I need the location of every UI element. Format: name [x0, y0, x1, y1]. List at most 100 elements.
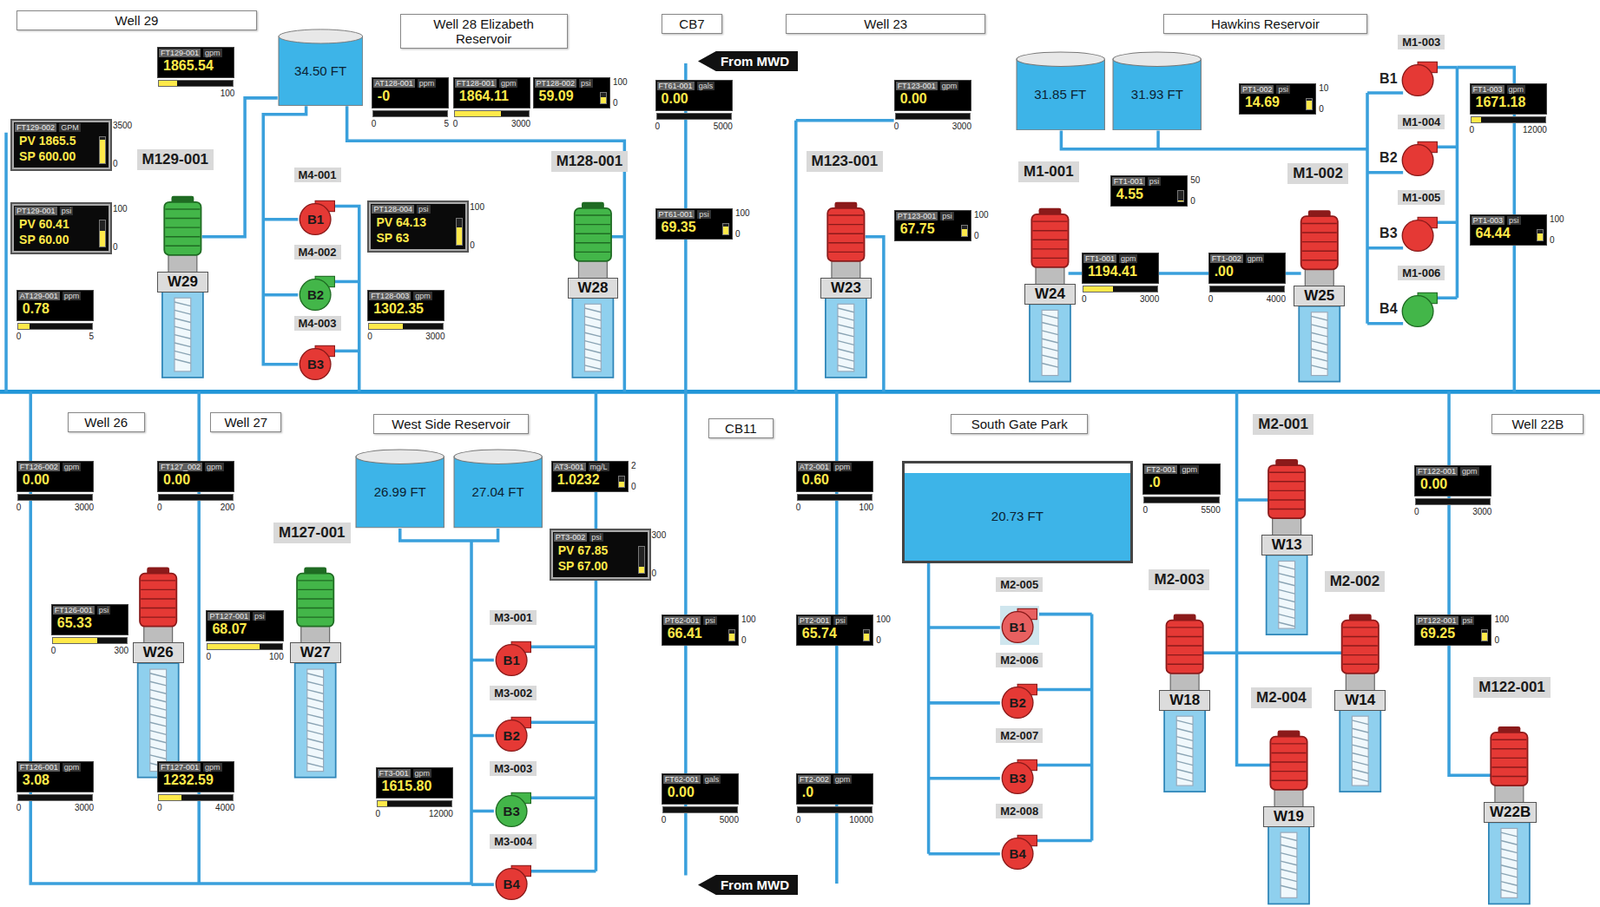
- pump-label: M1-004: [1397, 114, 1445, 130]
- scale-label: 0: [1494, 635, 1500, 646]
- pipe: [335, 205, 360, 392]
- readout: FT126-002gpm0.00: [16, 460, 94, 493]
- tag-name: AT129-001: [18, 291, 60, 301]
- readout-header: PT1-002psi: [1239, 84, 1304, 95]
- pump-label: M2-005: [995, 577, 1043, 593]
- scale-label: 0: [651, 568, 658, 579]
- title-box: Well 29: [16, 10, 257, 31]
- level-bar: [1415, 498, 1491, 506]
- readout-header: PT127-001psi: [206, 611, 283, 622]
- well-name: W27: [300, 644, 331, 661]
- pump-box: B4: [493, 862, 534, 903]
- unit: gpm: [203, 48, 223, 58]
- pump-tag: B4: [503, 873, 524, 892]
- pump-label: M123-001: [806, 151, 884, 172]
- level-bar: [662, 806, 738, 814]
- pump-column: [1278, 561, 1296, 630]
- well-pump: [162, 196, 204, 378]
- well-casing: [1298, 306, 1340, 382]
- tank: 27.04 FT: [453, 448, 543, 529]
- motor-body: [1301, 216, 1338, 270]
- screw-thread: [1280, 877, 1298, 883]
- tag-name: FT1-003: [1471, 85, 1505, 94]
- tag-name: PT127-001: [207, 612, 251, 621]
- tank-body: [454, 456, 542, 528]
- screw-thread: [150, 730, 167, 736]
- value: 3.08: [17, 769, 55, 790]
- pipe: [928, 776, 1001, 781]
- motor-rib: [1167, 654, 1203, 656]
- motor-rib: [1302, 241, 1337, 243]
- tank-level: 26.99 FT: [374, 477, 427, 500]
- readout: PT1-002psi14.69: [1238, 83, 1317, 115]
- screw-thread: [1176, 737, 1193, 742]
- value: 0.78: [17, 297, 55, 318]
- value-row: 65.74: [796, 625, 861, 642]
- scale-label: 5: [444, 118, 450, 129]
- scale-label: 5000: [713, 121, 733, 132]
- screw-thread: [174, 359, 191, 364]
- value: 69.35: [656, 216, 702, 237]
- pump-tag: B1: [307, 208, 328, 227]
- tag-name: PT62-001: [663, 616, 702, 626]
- screw-thread: [307, 705, 324, 711]
- title-text: Well 26: [84, 414, 128, 430]
- scale-label: 0: [1549, 235, 1555, 245]
- pump-label: M2-008: [995, 803, 1043, 819]
- well-label: W22B: [1483, 802, 1537, 824]
- pump-name: M127-001: [278, 524, 346, 541]
- tag-name: AT128-001: [373, 79, 415, 88]
- readout-header: PT128-004psi: [370, 204, 454, 215]
- well-label: W14: [1334, 690, 1386, 712]
- well-name: W23: [830, 279, 862, 297]
- well-name: W13: [1271, 536, 1303, 554]
- pipe: [1237, 498, 1269, 502]
- pump-name: M3-001: [493, 611, 533, 625]
- scale-label: 0: [16, 331, 22, 342]
- pump-icon: B1: [1379, 59, 1439, 99]
- pump-tag: B4: [1009, 842, 1030, 862]
- pump-name: M123-001: [811, 152, 879, 170]
- screw-thread: [307, 738, 324, 744]
- pump-icon: B1: [297, 197, 337, 238]
- level-bar: [638, 546, 646, 574]
- controller: PT129-001psiPV 60.41SP 60.00: [12, 204, 111, 253]
- pump-name: M2-008: [1000, 804, 1039, 818]
- bar-fill: [18, 323, 30, 330]
- value-row: 1232.59: [158, 772, 234, 789]
- value-row: .0: [1143, 474, 1219, 491]
- screw-thread: [1280, 861, 1298, 866]
- controller: PT3-002psiPV 67.85SP 67.00: [551, 530, 650, 580]
- readout: FT122-001gpm0.00: [1414, 465, 1492, 497]
- level-bar: [158, 493, 234, 501]
- tank-top: [355, 449, 444, 465]
- readout-header: PT61-001psi: [656, 209, 720, 220]
- value-row: 0.00: [158, 472, 234, 488]
- level-bar: [98, 219, 106, 248]
- scale-label: 100: [974, 210, 989, 220]
- motor-rib: [1343, 664, 1378, 666]
- value-row: 67.75: [895, 221, 959, 238]
- motor-rib: [1343, 645, 1378, 646]
- readout: FT3-001gpm1615.80: [375, 767, 454, 799]
- well-name: W26: [143, 644, 174, 661]
- tag-name: PT2-001: [797, 616, 832, 626]
- readout: PT128-002psi59.09: [533, 77, 611, 109]
- motor-rib: [828, 214, 863, 216]
- screw-thread: [1176, 761, 1193, 766]
- readout-header: FT126-001psi: [52, 605, 128, 616]
- scale-label: 10000: [849, 815, 874, 825]
- well-name: W18: [1169, 691, 1200, 709]
- screw-thread: [837, 316, 855, 321]
- title-text: Well 29: [115, 13, 159, 28]
- well-label: W24: [1024, 283, 1076, 305]
- unit: psi: [59, 206, 74, 216]
- screw-thread: [307, 673, 324, 679]
- level-bar: [454, 110, 530, 118]
- motor-rib: [1302, 259, 1337, 261]
- pipe: [530, 720, 596, 725]
- pipe: [471, 734, 494, 738]
- readout-header: FT122-001gpm: [1415, 466, 1491, 477]
- level-bar: [455, 217, 463, 246]
- value-row: SP 67.00: [553, 558, 636, 574]
